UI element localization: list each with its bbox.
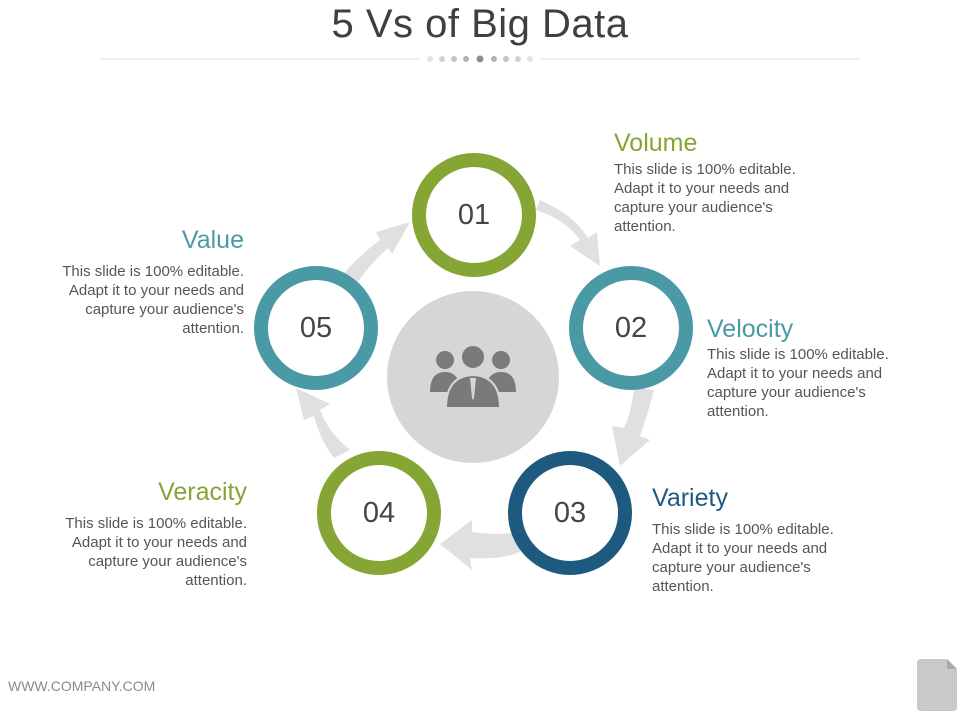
volume-heading: Volume <box>614 129 698 157</box>
stage-number-05: 05 <box>299 312 333 344</box>
variety-description: This slide is 100% editable. Adapt it to… <box>652 521 834 595</box>
stage-number-02: 02 <box>614 312 648 344</box>
volume-description: This slide is 100% editable. Adapt it to… <box>614 161 796 235</box>
value-heading: Value <box>181 226 244 254</box>
veracity-description: This slide is 100% editable. Adapt it to… <box>65 515 247 589</box>
cycle-arrow-5-to-1 <box>342 222 410 282</box>
variety-heading: Variety <box>652 484 728 512</box>
velocity-description: This slide is 100% editable. Adapt it to… <box>707 346 889 420</box>
veracity-heading: Veracity <box>158 478 247 506</box>
document-icon <box>917 659 957 711</box>
stage-ring-05 <box>254 266 378 390</box>
stage-ring-02 <box>569 266 693 390</box>
value-description: This slide is 100% editable. Adapt it to… <box>62 263 244 337</box>
slide-title: 5 Vs of Big Data <box>331 2 629 46</box>
cycle-arrow-2-to-3 <box>612 388 654 466</box>
stage-ring-01 <box>412 153 536 277</box>
title-divider <box>100 55 860 63</box>
velocity-heading: Velocity <box>707 315 794 343</box>
people-group-icon <box>430 344 516 409</box>
stage-ring-03 <box>508 451 632 575</box>
stage-ring-04 <box>317 451 441 575</box>
cycle-arrow-1-to-2 <box>536 200 600 266</box>
stage-number-01: 01 <box>457 199 491 231</box>
footer-website: WWW.COMPANY.COM <box>8 678 156 694</box>
stage-number-04: 04 <box>362 497 396 529</box>
stage-number-03: 03 <box>553 497 587 529</box>
cycle-arrow-4-to-5 <box>296 388 350 458</box>
cycle-arrow-3-to-4 <box>440 520 520 570</box>
